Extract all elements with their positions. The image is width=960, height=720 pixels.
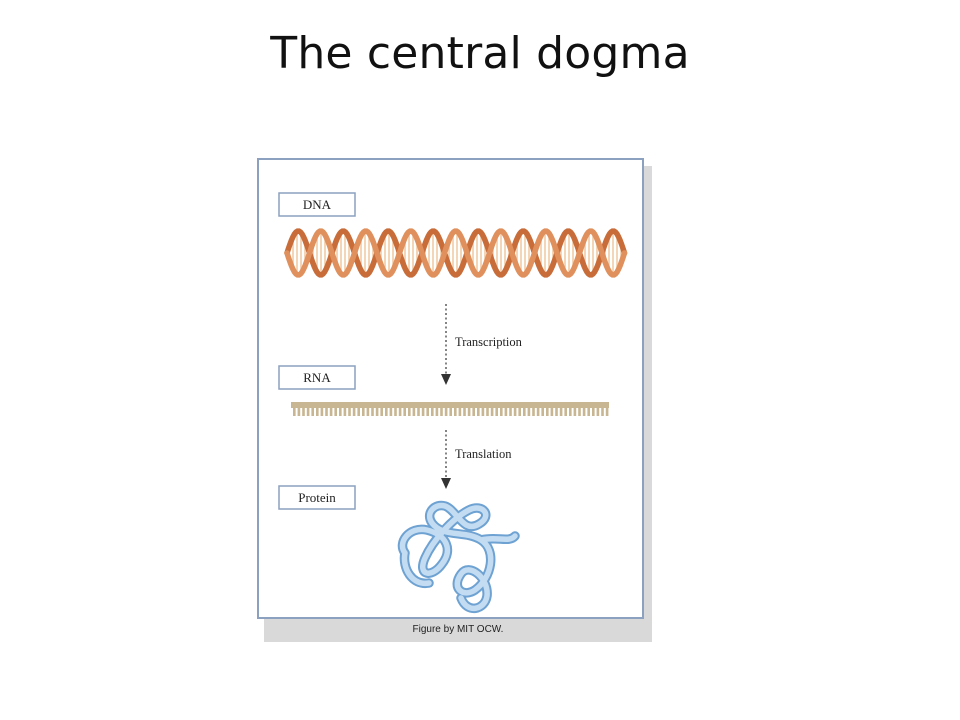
transcription-arrow — [441, 304, 451, 385]
dna-helix-icon — [284, 228, 628, 278]
rna-label-box: RNA — [278, 365, 356, 390]
dna-label-box: DNA — [278, 192, 356, 217]
protein-label: Protein — [298, 490, 336, 505]
rna-label: RNA — [303, 370, 331, 385]
translation-arrow — [441, 430, 451, 489]
translation-label: Translation — [455, 447, 512, 461]
protein-label-box: Protein — [278, 485, 356, 510]
slide-title: The central dogma — [270, 28, 690, 79]
central-dogma-diagram: DNA Transcription RNA Translation Protei… — [278, 192, 628, 613]
transcription-label: Transcription — [455, 335, 523, 349]
dna-label: DNA — [303, 197, 332, 212]
rna-strand-icon — [291, 402, 609, 416]
protein-icon — [397, 500, 520, 613]
figure-caption: Figure by MIT OCW. — [412, 624, 504, 635]
